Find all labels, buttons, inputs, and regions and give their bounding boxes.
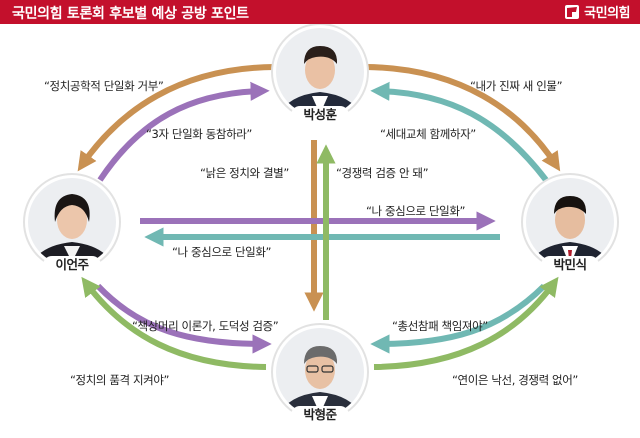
statement-left-to-right: “나 중심으로 단일화” <box>366 204 466 218</box>
arrow-left-to-top <box>97 81 270 182</box>
party-brand: 국민의힘 <box>564 2 630 21</box>
arrow-top-to-left <box>77 64 275 172</box>
statement-left-to-bottom: “책상머리 이론가, 도덕성 검증” <box>132 319 279 333</box>
name-tag-left: 이언주 <box>43 256 101 274</box>
statement-bottom-to-right: “연이은 낙선, 경쟁력 없어” <box>452 373 578 387</box>
name-tag-right: 박민식 <box>541 256 599 274</box>
statement-right-to-top: “세대교체 함께하자” <box>380 127 476 141</box>
arrow-right-to-bottom <box>370 283 547 354</box>
name-tag-bottom: 박형준 <box>291 406 349 424</box>
page-title: 국민의힘 토론회 후보별 예상 공방 포인트 <box>12 6 249 22</box>
party-logo-icon <box>565 4 580 19</box>
arrow-right-to-top <box>370 81 549 182</box>
portrait-top <box>271 24 369 121</box>
party-name: 국민의힘 <box>584 6 630 21</box>
portrait-right <box>521 173 619 271</box>
name-tag-top: 박성훈 <box>291 106 349 124</box>
statement-bottom-to-left: “정치의 품격 지켜야” <box>70 373 170 387</box>
statement-right-to-left: “나 중심으로 단일화” <box>172 245 272 259</box>
arrow-left-to-bottom <box>95 283 272 354</box>
statement-top-to-bottom: “낡은 정치와 결별” <box>200 166 289 180</box>
statement-bottom-to-top: “경쟁력 검증 안 돼” <box>336 166 429 180</box>
arrow-bottom-to-left <box>81 276 267 370</box>
statement-top-to-right: “내가 진짜 새 인물” <box>470 79 563 93</box>
statement-right-to-bottom: “총선참패 책임져야” <box>392 319 488 333</box>
arrow-top-to-right <box>365 64 561 172</box>
arrow-bottom-to-right <box>373 276 559 370</box>
statement-left-to-top: “3자 단일화 동참하라” <box>146 127 252 141</box>
relation-diagram <box>23 24 619 421</box>
title-bar: 국민의힘 토론회 후보별 예상 공방 포인트 국민의힘 <box>0 0 640 24</box>
statement-top-to-left: “정치공학적 단일화 거부” <box>44 79 164 93</box>
